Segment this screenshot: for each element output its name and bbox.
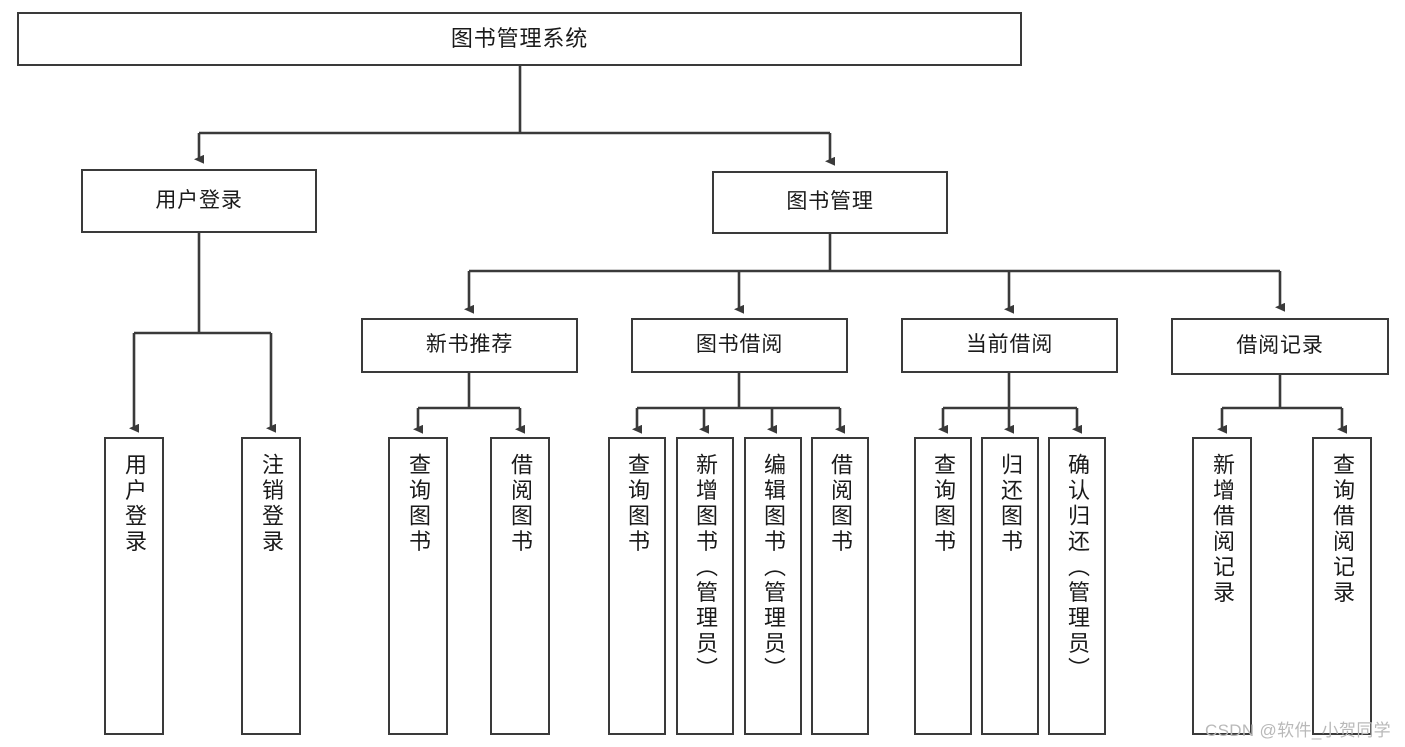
node-label: 用户登录 [122, 453, 147, 556]
node-label: 借阅图书 [828, 453, 853, 556]
node-leaf-borrow-book[interactable]: 借阅图书 [811, 437, 869, 735]
watermark-csdn: CSDN @软件_小贺同学 [1204, 721, 1391, 740]
node-label: 图书借阅 [695, 333, 784, 357]
node-label: 确认归还（管理员） [1065, 453, 1090, 683]
node-label: 编辑图书（管理员） [761, 453, 786, 683]
node-label: 当前借阅 [965, 333, 1054, 357]
node-leaf-return-book[interactable]: 归还图书 [981, 437, 1039, 735]
node-leaf-edit-book-admin[interactable]: 编辑图书（管理员） [744, 437, 802, 735]
node-label: 查询图书 [931, 453, 956, 556]
node-label: 归还图书 [998, 453, 1023, 556]
node-current-borrow[interactable]: 当前借阅 [901, 318, 1118, 373]
node-label: 新书推荐 [425, 333, 514, 357]
node-leaf-confirm-return-admin[interactable]: 确认归还（管理员） [1048, 437, 1106, 735]
node-label: 查询图书 [406, 453, 431, 556]
node-label: 图书管理系统 [450, 26, 589, 52]
node-book-management[interactable]: 图书管理 [712, 171, 948, 234]
node-leaf-logout[interactable]: 注销登录 [241, 437, 301, 735]
node-leaf-query-borrow-record[interactable]: 查询借阅记录 [1312, 437, 1372, 735]
node-label: 借阅图书 [508, 453, 533, 556]
node-leaf-user-login[interactable]: 用户登录 [104, 437, 164, 735]
node-label: 查询借阅记录 [1330, 453, 1355, 607]
node-book-borrow[interactable]: 图书借阅 [631, 318, 848, 373]
node-label: 用户登录 [155, 188, 243, 212]
node-leaf-query-book-recommend[interactable]: 查询图书 [388, 437, 448, 735]
node-borrow-record[interactable]: 借阅记录 [1171, 318, 1389, 375]
node-label: 新增图书（管理员） [693, 453, 718, 683]
node-leaf-query-book-borrow[interactable]: 查询图书 [608, 437, 666, 735]
node-leaf-add-book-admin[interactable]: 新增图书（管理员） [676, 437, 734, 735]
node-label: 借阅记录 [1236, 334, 1324, 358]
node-new-book-recommend[interactable]: 新书推荐 [361, 318, 578, 373]
node-label: 新增借阅记录 [1210, 453, 1235, 607]
node-leaf-query-book-current[interactable]: 查询图书 [914, 437, 972, 735]
node-root-book-management-system[interactable]: 图书管理系统 [17, 12, 1022, 66]
node-label: 注销登录 [259, 453, 284, 556]
node-leaf-add-borrow-record[interactable]: 新增借阅记录 [1192, 437, 1252, 735]
node-leaf-borrow-book-recommend[interactable]: 借阅图书 [490, 437, 550, 735]
node-label: 图书管理 [786, 190, 874, 214]
node-user-login[interactable]: 用户登录 [81, 169, 317, 233]
node-label: 查询图书 [625, 453, 650, 556]
